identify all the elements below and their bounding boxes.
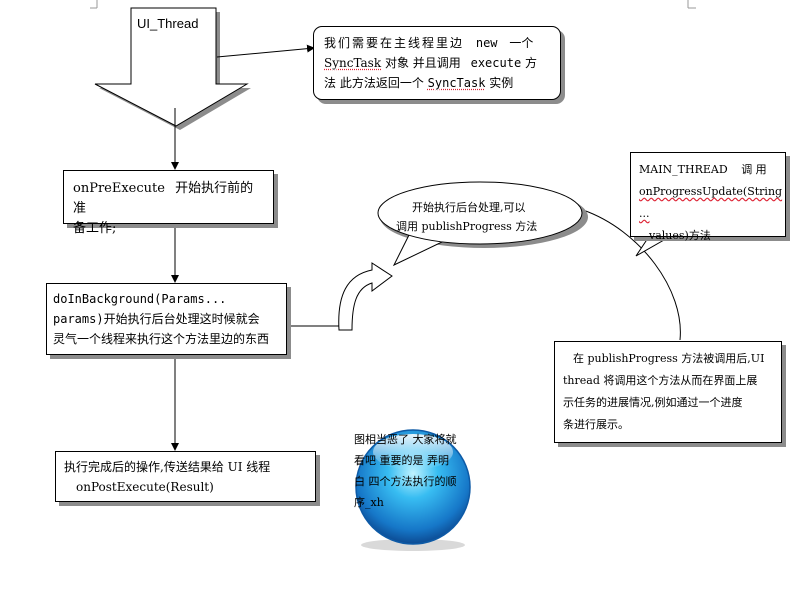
progress-info-line-1: 在 publishProgress 方法被调用后,UI [573, 352, 765, 365]
pre-execute-line-1: onPreExecute 开始执行前的准 [73, 181, 254, 216]
main-thread-line-3: values)方法 [649, 229, 711, 242]
post-execute-line-2: onPostExecute(Result) [76, 480, 214, 494]
sphere-note-line-1: 图相当恶了 大家将就 [354, 433, 457, 446]
publish-callout-line-1: 开始执行后台处理,可以 [412, 201, 526, 214]
progress-info-line-3: 示任务的进展情况,例如通过一个进度 [563, 396, 743, 409]
publish-callout [377, 181, 583, 245]
progress-info-line-4: 条进行展示。 [563, 418, 629, 431]
do-in-background-line-1: doInBackground(Params... [53, 292, 227, 306]
progress-arc [582, 209, 681, 341]
create-task-line-2: SyncTask 对象 并且调用 execute 方 [324, 56, 538, 70]
do-in-background-line-2: params)开始执行后台处理这时候就会 [53, 312, 260, 326]
curved-block-arrow [338, 262, 393, 331]
sphere-note-line-3: 白 四个方法执行的顺 [354, 475, 457, 488]
ui-thread-label: UI_Thread [137, 16, 199, 31]
progress-info-box: 在 publishProgress 方法被调用后,UI thread 将调用这个… [554, 341, 782, 443]
main-thread-box: MAIN_THREAD 调 用 onProgressUpdate(String … [630, 152, 786, 242]
create-task-line-3: 法 此方法返回一个 SyncTask 实例 [324, 76, 514, 90]
progress-info-line-2: thread 将调用这个方法从而在界面上展 [563, 374, 758, 387]
main-thread-callout-tail [635, 231, 679, 257]
main-thread-line-1: MAIN_THREAD 调 用 [639, 163, 767, 176]
pre-execute-method: onPreExecute [73, 181, 165, 196]
sphere-note: 图相当恶了 大家将就 看吧 重要的是 弄明 白 四个方法执行的顺 序_xh [354, 429, 504, 513]
publish-callout-line-2: 调用 publishProgress 方法 [396, 220, 538, 233]
post-execute-box: 执行完成后的操作,传送结果给 UI 线程 onPostExecute(Resul… [55, 451, 316, 502]
arrow-to-create-task [216, 44, 315, 58]
sphere-note-line-4: 序_xh [354, 496, 384, 509]
do-in-background-line-3: 灵气一个线程来执行这个方法里边的东西 [53, 332, 270, 346]
page-corner-marks [90, 0, 696, 9]
publish-callout-text: 开始执行后台处理,可以 调用 publishProgress 方法 [392, 198, 568, 236]
pre-execute-line-2: 备工作; [73, 221, 117, 236]
create-task-box: 我们需要在主线程里边 new 一个 SyncTask 对象 并且调用 execu… [313, 26, 561, 100]
main-thread-line-2: onProgressUpdate(String ... [639, 185, 783, 220]
do-in-background-box: doInBackground(Params... params)开始执行后台处理… [46, 283, 287, 355]
post-execute-line-1: 执行完成后的操作,传送结果给 UI 线程 [64, 460, 271, 474]
sphere-note-line-2: 看吧 重要的是 弄明 [354, 454, 449, 467]
pre-execute-box: onPreExecute 开始执行前的准 备工作; [63, 170, 274, 236]
create-task-line-1: 我们需要在主线程里边 new 一个 [324, 36, 534, 50]
blue-sphere [355, 429, 471, 551]
publish-callout-tail-join [411, 230, 443, 242]
ui-thread-block-arrow [94, 7, 249, 127]
